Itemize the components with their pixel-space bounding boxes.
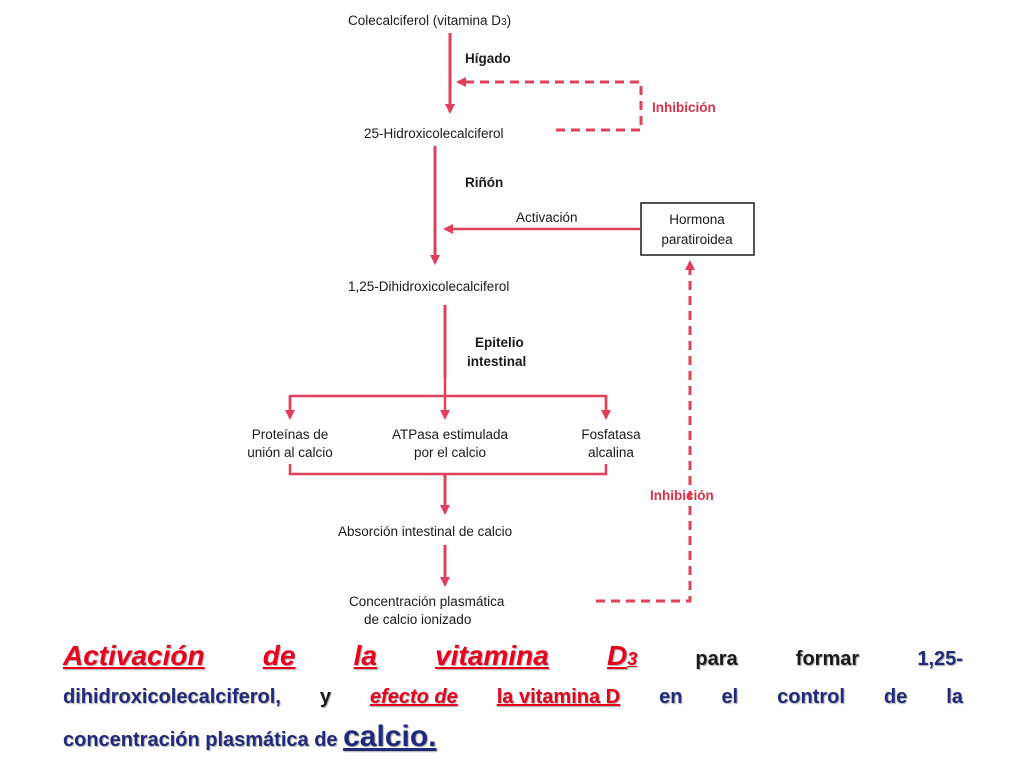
caption-line-3-text: concentración plasmática de	[63, 729, 338, 751]
caption-line-1: Activación de la vitamina D3 para formar…	[63, 640, 963, 686]
node-fosfatasa-1: Fosfatasa	[581, 427, 641, 442]
organ-epitelio-2: intestinal	[467, 354, 526, 369]
inhibition-loop-top	[456, 77, 643, 132]
organ-rinon: Riñón	[465, 175, 503, 190]
node-25-hidroxi: 25-Hidroxicolecalciferol	[364, 126, 504, 141]
label-inhibicion-bottom: Inhibición	[650, 488, 714, 503]
caption-word: en	[659, 686, 683, 708]
caption-word: la	[353, 640, 377, 671]
figure-caption: Activación de la vitamina D3 para formar…	[63, 640, 963, 760]
branch-merge-lines	[288, 464, 608, 476]
caption-word: Activación	[63, 640, 205, 671]
node-atpasa-2: por el calcio	[414, 445, 486, 460]
organ-higado: Hígado	[465, 51, 511, 66]
caption-line-2: dihidroxicolecalciferol, y efecto de la …	[63, 686, 963, 720]
caption-calcio-word: calcio.	[343, 720, 437, 753]
label-activacion: Activación	[516, 210, 578, 225]
label-inhibicion-top: Inhibición	[652, 100, 716, 115]
caption-word: el	[721, 686, 739, 708]
caption-line-3: concentración plasmática de calcio.	[63, 720, 963, 760]
node-proteinas-2: unión al calcio	[247, 445, 333, 460]
node-colecalciferol: Colecalciferol (vitamina D3)	[348, 13, 511, 28]
hormone-box	[640, 202, 755, 256]
branch-split-lines	[288, 378, 608, 412]
node-concentracion-2: de calcio ionizado	[364, 612, 471, 627]
hormone-label-2: paratiroidea	[661, 232, 733, 247]
node-1-25-dihidroxi: 1,25-Dihidroxicolecalciferol	[348, 279, 509, 294]
node-absorcion: Absorción intestinal de calcio	[338, 524, 512, 539]
caption-word: D3	[606, 640, 638, 671]
node-concentracion-1: Concentración plasmática	[349, 594, 505, 609]
caption-word: la	[946, 686, 963, 708]
hormone-label-1: Hormona	[669, 212, 725, 227]
vitamin-d-flow-diagram: Hormona paratiroidea Colecalciferol (vit…	[247, 13, 755, 627]
inhibition-loop-bottom	[596, 260, 695, 603]
caption-word: y	[319, 686, 331, 708]
caption-word: dihidroxicolecalciferol,	[63, 686, 281, 708]
caption-word: efecto de	[369, 686, 458, 708]
caption-word: para	[695, 648, 738, 670]
caption-word: vitamina	[435, 640, 549, 671]
caption-word: la vitamina D	[496, 686, 621, 708]
node-fosfatasa-2: alcalina	[588, 445, 634, 460]
caption-word: 1,25-	[917, 648, 963, 670]
node-proteinas-1: Proteínas de	[252, 427, 329, 442]
caption-word: formar	[795, 648, 860, 670]
organ-epitelio-1: Epitelio	[475, 335, 524, 350]
node-atpasa-1: ATPasa estimulada	[392, 427, 509, 442]
caption-word: control	[777, 686, 845, 708]
caption-word: de	[262, 640, 296, 671]
caption-word: de	[883, 686, 908, 708]
